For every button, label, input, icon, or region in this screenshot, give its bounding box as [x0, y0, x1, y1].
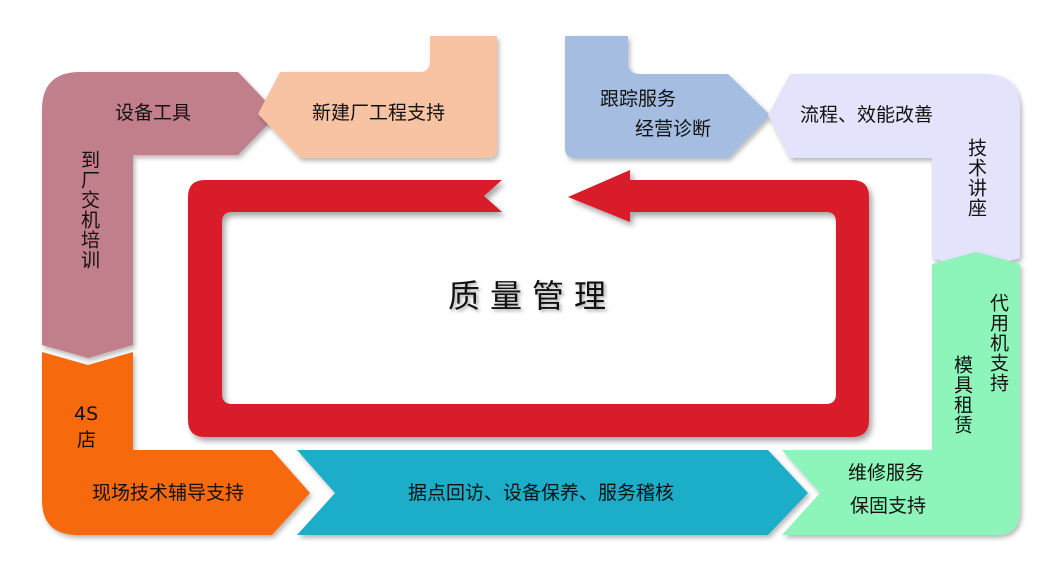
label-equipment-tools: 设备工具	[115, 102, 192, 124]
label-business-diagnosis: 经营诊断	[635, 118, 712, 140]
label-warranty-support: 保固支持	[850, 495, 927, 517]
label-new-plant-support: 新建厂工程支持	[312, 102, 446, 124]
label-store-4s: 4S	[74, 403, 99, 425]
segment-new-plant-support	[258, 36, 497, 158]
segment-repair-warranty	[782, 252, 1020, 535]
label-repair-service: 维修服务	[848, 462, 925, 484]
label-site-visit: 据点回访、设备保养、服务稽核	[408, 482, 675, 504]
label-store-suffix: 店	[77, 429, 97, 451]
segment-tracking-diagnosis	[565, 36, 770, 158]
segment-equipment-delivery	[42, 72, 278, 358]
label-onsite-support: 现场技术辅导支持	[92, 482, 245, 504]
center-title: 质量管理	[447, 277, 616, 315]
label-delivery-training: 到厂交机培训	[78, 150, 100, 270]
label-technical-lecture: 技术讲座	[965, 138, 987, 218]
segment-onsite-support	[42, 352, 310, 535]
label-tracking-service: 跟踪服务	[600, 88, 677, 110]
cycle-arrow	[188, 170, 869, 437]
segment-process-lecture	[768, 74, 1020, 270]
label-process-improvement: 流程、效能改善	[800, 104, 934, 126]
label-mold-rental: 模具租赁	[951, 355, 973, 435]
label-substitute-machine: 代用机支持	[987, 293, 1009, 393]
segment-site-visit	[297, 450, 808, 535]
